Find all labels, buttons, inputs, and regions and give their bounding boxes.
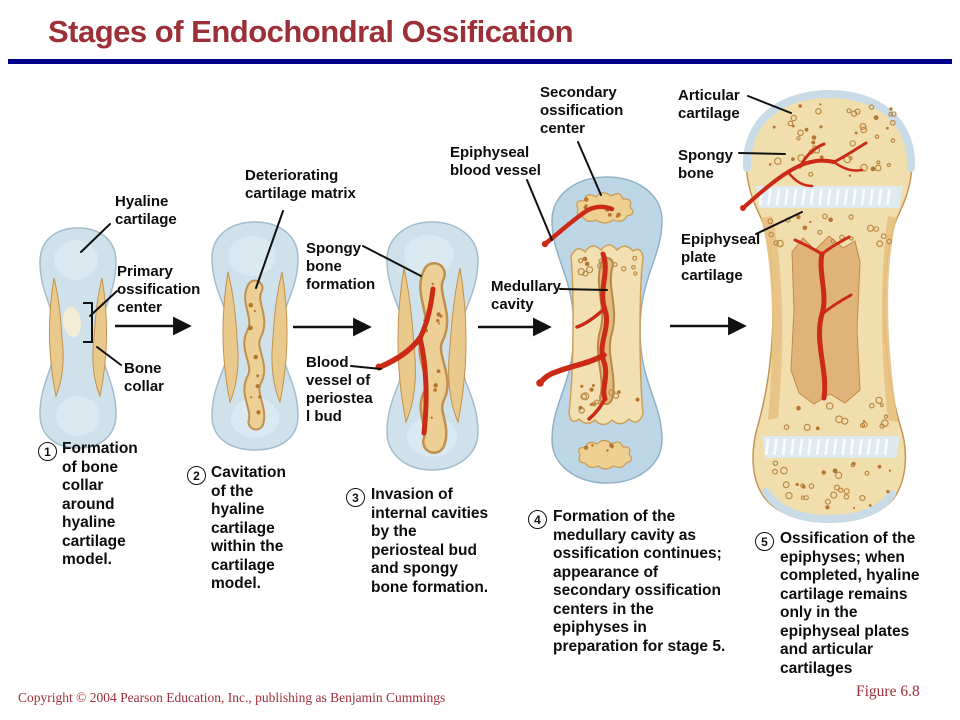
periosteal-bud-vessel bbox=[377, 286, 436, 436]
stage-1-badge: 1 bbox=[38, 442, 57, 461]
secondary-ossification-cloud-bottom bbox=[578, 439, 632, 470]
stage-2-badge: 2 bbox=[187, 466, 206, 485]
stage-5-caption: Ossification of the epiphyses; when comp… bbox=[780, 530, 920, 677]
pointer-medullary-cavity bbox=[559, 288, 608, 291]
bone-collar-left bbox=[48, 277, 64, 398]
title-underline bbox=[8, 59, 952, 64]
stage-4-caption: Formation of the medullary cavity as oss… bbox=[553, 508, 726, 655]
label-deteriorating-cartilage-matrix: Deteriorating cartilage matrix bbox=[245, 167, 356, 202]
pointer-articular-cartilage bbox=[747, 95, 792, 114]
primary-ossification-spot bbox=[62, 307, 82, 337]
pointer-spongy-bone-formation bbox=[362, 245, 422, 277]
stage-3-badge: 3 bbox=[346, 488, 365, 507]
stage-3-caption: Invasion of internal cavities by the per… bbox=[371, 486, 489, 596]
articular-cartilage-rim-top bbox=[742, 89, 916, 172]
medullary-cavity-cutaway bbox=[790, 235, 861, 405]
stage-5-badge: 5 bbox=[755, 532, 774, 551]
bone-stage-4 bbox=[536, 176, 663, 484]
bone-stage-1 bbox=[39, 227, 117, 449]
pointer-primary-ossification bbox=[89, 290, 118, 317]
label-hyaline-cartilage: Hyaline cartilage bbox=[115, 193, 177, 228]
stage-2-caption: Cavitation of the hyaline cartilage with… bbox=[211, 464, 286, 592]
stage-4-badge: 4 bbox=[528, 510, 547, 529]
articular-cartilage-rim-bottom bbox=[762, 488, 896, 524]
slide-title: Stages of Endochondral Ossification bbox=[48, 14, 574, 49]
label-primary-ossification-center: Primary ossification center bbox=[117, 263, 201, 316]
label-pointer-lines bbox=[80, 95, 803, 370]
figure-number: Figure 6.8 bbox=[856, 683, 920, 700]
primary-center-bracket bbox=[83, 302, 93, 343]
bone-stage-3 bbox=[375, 221, 479, 471]
pointer-spongy-bone bbox=[738, 152, 786, 155]
stage-1-caption: Formation of bone collar around hyaline … bbox=[62, 440, 138, 568]
pointer-blood-vessel bbox=[350, 365, 382, 370]
label-spongy-bone-formation: Spongy bone formation bbox=[306, 240, 376, 293]
pointer-epiphyseal-blood-vessel bbox=[526, 179, 553, 241]
pointer-bone-collar bbox=[96, 346, 122, 366]
bone-stage-2 bbox=[211, 221, 299, 451]
pointer-epiphyseal-plate bbox=[755, 211, 803, 235]
bone-stage-5 bbox=[740, 89, 916, 524]
stage-arrows bbox=[115, 316, 747, 337]
label-spongy-bone: Spongy bone bbox=[678, 147, 733, 182]
label-epiphyseal-plate-cartilage: Epiphyseal plate cartilage bbox=[681, 231, 761, 284]
label-epiphyseal-blood-vessel: Epiphyseal blood vessel bbox=[450, 144, 541, 179]
label-articular-cartilage: Articular cartilage bbox=[678, 87, 740, 122]
pointer-hyaline-cartilage bbox=[80, 223, 111, 253]
copyright-line: Copyright © 2004 Pearson Education, Inc.… bbox=[18, 690, 446, 705]
pointer-secondary-ossification bbox=[577, 141, 602, 196]
label-bone-collar: Bone collar bbox=[124, 360, 165, 395]
pointer-deteriorating-matrix bbox=[255, 210, 284, 289]
epiphyseal-plate-bottom bbox=[762, 436, 900, 458]
label-medullary-cavity: Medullary cavity bbox=[491, 278, 562, 313]
stage4-vessels bbox=[537, 204, 615, 421]
label-secondary-ossification-center: Secondary ossification center bbox=[540, 84, 624, 137]
label-blood-vessel-of-periosteal-bud: Blood vessel of periostea l bud bbox=[306, 354, 373, 425]
stage5-vessels bbox=[741, 141, 868, 401]
